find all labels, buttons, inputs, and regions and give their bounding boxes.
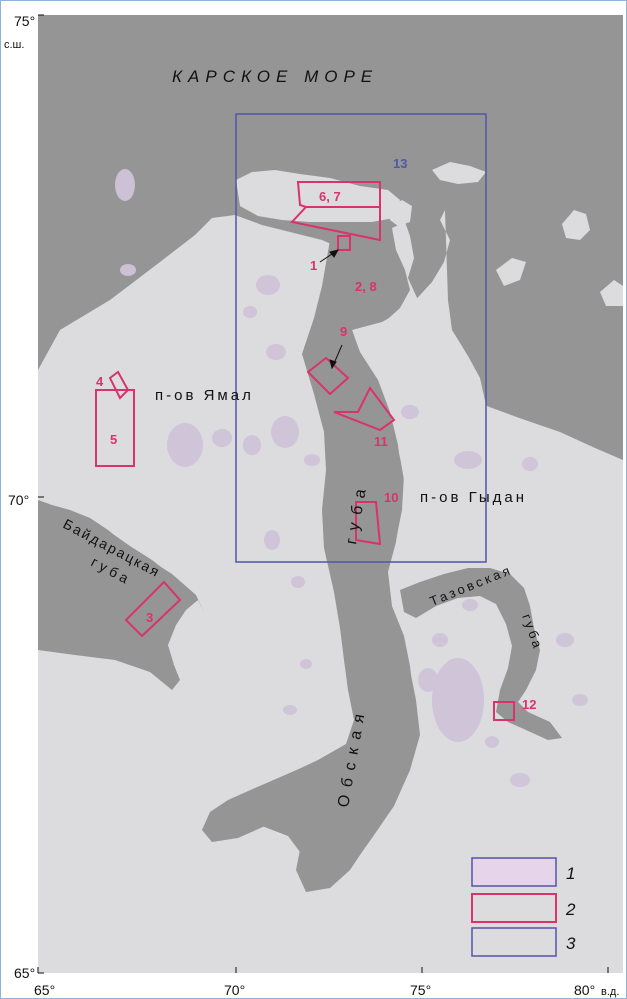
lake (556, 633, 574, 647)
island-east-3 (600, 280, 623, 306)
lake (454, 451, 482, 469)
lat-label-65: 65° (14, 965, 35, 981)
lake (418, 668, 438, 692)
water-obskaya (204, 240, 418, 890)
land-gydan (352, 222, 623, 640)
legend-swatch-1 (471, 857, 557, 887)
lon-label-75: 75° (410, 982, 431, 998)
legend: 1 2 3 (471, 857, 576, 957)
lake (212, 429, 232, 447)
lake (271, 416, 299, 448)
site-label-13: 13 (393, 156, 407, 171)
area-frame-13 (235, 113, 487, 563)
lake (522, 457, 538, 471)
lake (485, 736, 499, 748)
island-north-2 (432, 162, 486, 184)
legend-label-2: 2 (565, 900, 576, 919)
frame-11 (333, 386, 396, 432)
lat-unit-label: с.ш. (4, 39, 24, 51)
site-label-1: 1 (310, 258, 317, 273)
legend-label-3: 3 (566, 934, 576, 953)
frame-12 (493, 701, 515, 721)
island-east-2 (496, 258, 526, 286)
peninsula-yamal-label: п-ов Ямал (155, 387, 254, 404)
site-label-2-8: 2, 8 (355, 279, 377, 294)
lake (115, 169, 135, 201)
frame-3 (124, 580, 182, 638)
lat-label-70: 70° (8, 492, 29, 508)
water-baydaratskaya (38, 505, 198, 680)
lat-label-75: 75° (14, 13, 35, 29)
legend-label-1: 1 (566, 864, 575, 883)
lon-unit-label: в.д. (601, 986, 619, 998)
site-label-4: 4 (96, 374, 104, 389)
lake (304, 454, 320, 466)
sea-label: КАРСКОЕ МОРЕ (172, 67, 378, 86)
lake (243, 435, 261, 455)
site-label-11: 11 (374, 434, 388, 449)
water-tazovskaya (400, 568, 562, 740)
island-east-1 (562, 210, 590, 240)
legend-swatch-3 (471, 927, 557, 957)
lake (432, 658, 484, 742)
lake (256, 275, 280, 295)
lake (266, 344, 286, 360)
island-west-bay (98, 392, 118, 462)
lake (291, 576, 305, 588)
lake (572, 694, 588, 706)
site-label-6-7: 6, 7 (319, 189, 341, 204)
arrow-9-head (329, 359, 337, 370)
lake (283, 705, 297, 715)
frame-6-7-lower (290, 206, 381, 242)
frame-1 (337, 235, 351, 251)
lake (300, 659, 312, 669)
peninsula-gydan-label: п-ов Гыдан (420, 489, 527, 506)
island-north-1 (236, 170, 400, 222)
lake (401, 405, 419, 419)
lake (432, 633, 448, 647)
lakes (115, 169, 588, 787)
leader-arrows (319, 249, 343, 370)
land-yamal-mainland (38, 210, 623, 973)
lake (510, 773, 530, 787)
frame-9 (306, 356, 350, 396)
site-label-5: 5 (110, 432, 117, 447)
site-label-12: 12 (522, 697, 536, 712)
site-label-10: 10 (384, 490, 398, 505)
lon-label-70: 70° (224, 982, 245, 998)
site-label-3: 3 (146, 610, 153, 625)
island-north-3 (388, 200, 412, 226)
lon-label-65: 65° (34, 982, 55, 998)
lake (120, 264, 136, 276)
axis-ticks (37, 14, 609, 974)
frame-4 (108, 370, 130, 400)
study-site-frames (95, 181, 515, 721)
lon-label-80: 80° (574, 982, 595, 998)
frame-10 (355, 501, 382, 546)
arrow-1-head (329, 249, 340, 258)
legend-swatch-2 (471, 893, 557, 923)
lake (167, 423, 203, 467)
site-label-9: 9 (340, 324, 347, 339)
lake (264, 530, 280, 550)
lake (462, 599, 478, 611)
lake (243, 306, 257, 318)
